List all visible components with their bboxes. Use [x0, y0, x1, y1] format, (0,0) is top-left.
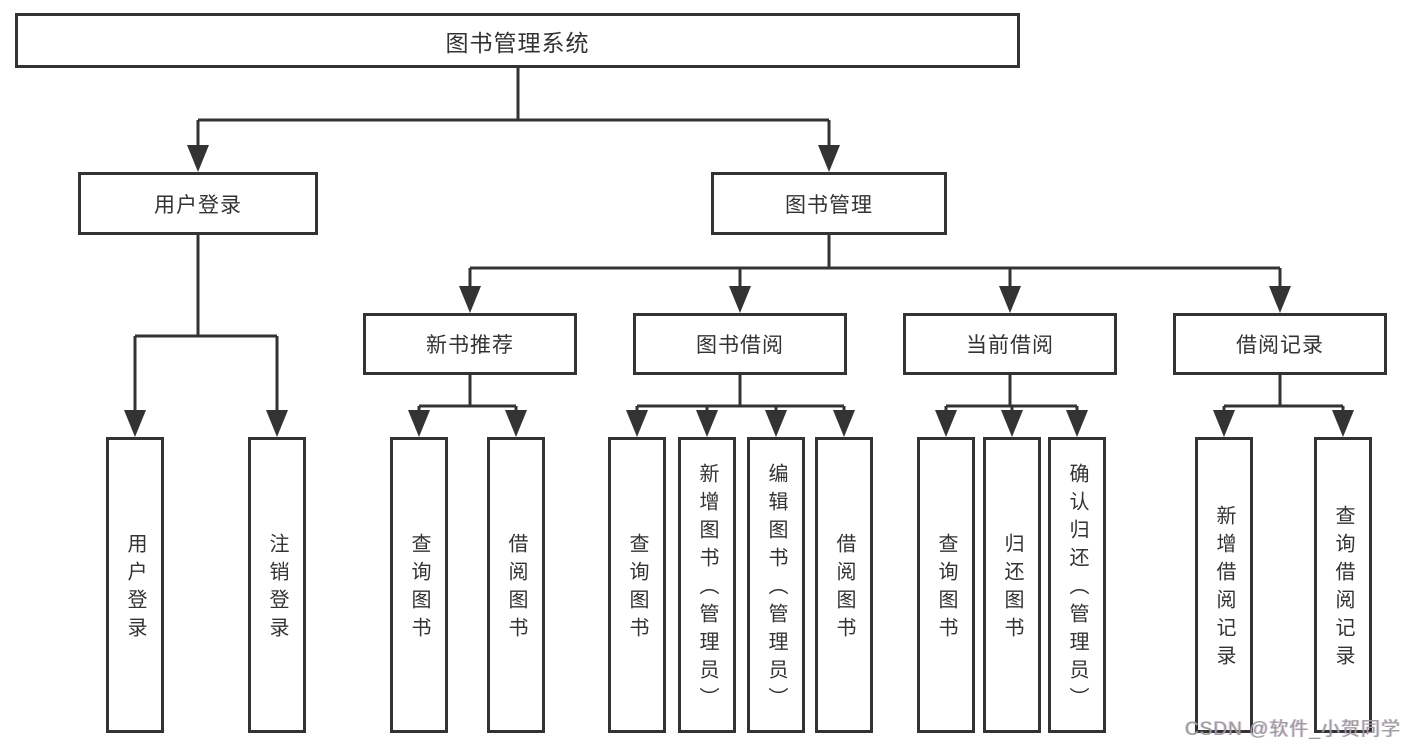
node-label: 新书推荐 — [426, 334, 514, 357]
node-label: 用户登录 — [154, 193, 242, 217]
leaf-confirm-return-admin: 确认归还（管理员） — [1048, 437, 1106, 733]
connector-new-book-group — [417, 375, 518, 415]
leaf-return-book: 归还图书 — [983, 437, 1041, 733]
leaf-borrow-books-recommend: 借阅图书 — [487, 437, 545, 733]
arrowhead — [187, 145, 209, 172]
node-label: 当前借阅 — [966, 334, 1054, 357]
node-label: 查询借阅记录 — [1332, 505, 1354, 673]
node-label: 查询图书 — [408, 533, 430, 645]
arrowhead — [1269, 286, 1291, 313]
node-borrowing-records: 借阅记录 — [1173, 313, 1387, 375]
node-label: 用户登录 — [124, 533, 146, 645]
arrowhead — [765, 410, 787, 437]
arrowhead — [1066, 410, 1088, 437]
arrowhead — [999, 286, 1021, 313]
connector-root-to-level2 — [196, 67, 831, 150]
node-new-book-recommend: 新书推荐 — [363, 313, 577, 375]
leaf-logout: 注销登录 — [248, 437, 306, 733]
arrowhead — [1213, 410, 1235, 437]
arrowhead — [626, 410, 648, 437]
arrowhead — [124, 410, 146, 437]
arrowhead — [1332, 410, 1354, 437]
arrowhead — [459, 286, 481, 313]
node-label: 新增图书（管理员） — [696, 463, 718, 715]
arrowhead — [818, 145, 840, 172]
node-label: 图书借阅 — [696, 334, 784, 357]
csdn-watermark: CSDN @软件_小贺同学 — [1185, 719, 1401, 740]
node-current-borrowing: 当前借阅 — [903, 313, 1117, 375]
node-book-management: 图书管理 — [711, 172, 947, 235]
arrowhead — [935, 410, 957, 437]
node-label: 查询图书 — [935, 533, 957, 645]
arrowhead — [408, 410, 430, 437]
leaf-query-books-borrow: 查询图书 — [608, 437, 666, 733]
connector-book-mgmt-group — [468, 235, 1282, 291]
leaf-add-book-admin: 新增图书（管理员） — [678, 437, 736, 733]
node-label: 查询图书 — [626, 533, 648, 645]
arrowhead — [1001, 410, 1023, 437]
arrowhead — [729, 286, 751, 313]
arrowhead — [505, 410, 527, 437]
arrowhead — [266, 410, 288, 437]
node-label: 借阅记录 — [1236, 334, 1324, 357]
node-label: 归还图书 — [1001, 533, 1023, 645]
leaf-query-books-current: 查询图书 — [917, 437, 975, 733]
node-label: 借阅图书 — [505, 533, 527, 645]
connector-user-login-group — [133, 235, 279, 415]
node-book-borrowing: 图书借阅 — [633, 313, 847, 375]
node-label: 图书管理系统 — [445, 29, 590, 56]
leaf-borrow-books: 借阅图书 — [815, 437, 873, 733]
arrowhead — [696, 410, 718, 437]
leaf-add-borrow-record: 新增借阅记录 — [1195, 437, 1253, 733]
node-label: 图书管理 — [785, 193, 873, 217]
connector-book-borrow-group — [635, 375, 846, 415]
connector-current-borrow-group — [944, 375, 1079, 415]
node-label: 借阅图书 — [833, 533, 855, 645]
node-label: 确认归还（管理员） — [1066, 463, 1088, 715]
node-label: 新增借阅记录 — [1213, 505, 1235, 673]
node-label: 注销登录 — [266, 533, 288, 645]
connector-borrow-record-group — [1222, 375, 1345, 415]
leaf-user-login: 用户登录 — [106, 437, 164, 733]
leaf-edit-book-admin: 编辑图书（管理员） — [747, 437, 805, 733]
leaf-query-borrow-record: 查询借阅记录 — [1314, 437, 1372, 733]
node-label: 编辑图书（管理员） — [765, 463, 787, 715]
node-user-login: 用户登录 — [78, 172, 318, 235]
node-library-system: 图书管理系统 — [15, 13, 1020, 68]
arrowhead — [833, 410, 855, 437]
leaf-query-books-recommend: 查询图书 — [390, 437, 448, 733]
